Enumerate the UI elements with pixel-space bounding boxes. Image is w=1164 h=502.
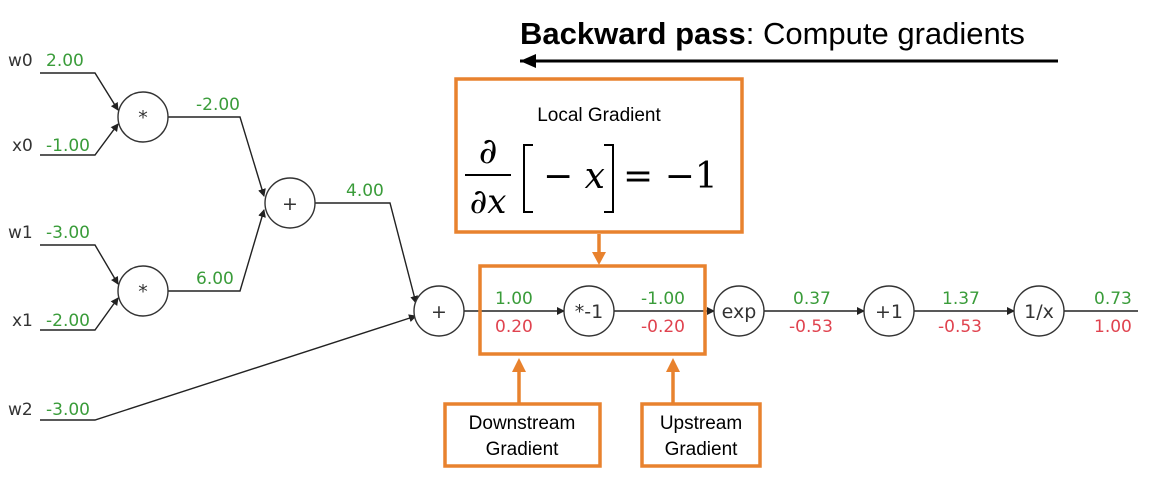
- node-add1: +: [413, 285, 465, 337]
- node-plus1: +1: [863, 285, 915, 337]
- value-add1-out-fwd: 1.00: [495, 289, 533, 309]
- node-neg: *-1: [563, 285, 615, 337]
- backward-pass-title: Backward pass: Compute gradients: [520, 16, 1025, 51]
- input-name-w2: w2: [8, 400, 33, 420]
- value-recip-out-grad: 1.00: [1094, 317, 1132, 337]
- formula-numerator: ∂: [479, 131, 498, 172]
- downstream-gradient-label-2: Gradient: [486, 439, 560, 460]
- wire-x1: [40, 297, 119, 331]
- value-mul1-out: 6.00: [196, 269, 234, 289]
- wire-w0: [40, 72, 119, 111]
- value-recip-out-fwd: 0.73: [1094, 289, 1132, 309]
- backward-pass-title-rest: : Compute gradients: [746, 16, 1025, 51]
- backward-pass-arrowhead: [520, 54, 536, 68]
- node-mul1-label: *: [138, 281, 148, 303]
- downstream-arrowhead: [512, 358, 526, 372]
- upstream-gradient-label-2: Gradient: [665, 439, 739, 460]
- wire-x0: [40, 123, 119, 156]
- value-plus1-out-fwd: 1.37: [942, 289, 980, 309]
- input-name-x0: x0: [12, 136, 33, 156]
- input-value-w2: -3.00: [46, 400, 90, 420]
- value-neg-out-fwd: -1.00: [641, 289, 685, 309]
- node-recip-label: 1/x: [1024, 301, 1054, 323]
- node-mul0: *: [117, 91, 169, 143]
- local-gradient-formula: ∂ ∂x − x = −1: [465, 131, 718, 222]
- formula-expression: − x: [543, 156, 605, 197]
- node-add1-label: +: [431, 301, 447, 323]
- node-mul0-label: *: [138, 107, 148, 129]
- upstream-arrowhead: [666, 358, 680, 372]
- wire-w1: [40, 244, 119, 285]
- highlight-box-gate: [478, 264, 707, 356]
- input-name-w1: w1: [8, 223, 33, 243]
- input-value-w1: -3.00: [46, 223, 90, 243]
- node-neg-label: *-1: [575, 301, 603, 323]
- local-gradient-title: Local Gradient: [537, 105, 661, 126]
- value-mul0-out: -2.00: [196, 95, 240, 115]
- downstream-gradient-label-1: Downstream: [469, 413, 576, 434]
- node-mul1: *: [117, 265, 169, 317]
- wire-mul1-add0: [168, 209, 266, 292]
- input-name-x1: x1: [12, 311, 33, 331]
- backward-pass-title-bold: Backward pass: [520, 16, 746, 51]
- formula-left-bracket: [523, 144, 533, 213]
- node-plus1-label: +1: [875, 301, 903, 323]
- wire-add0-add1: [315, 202, 419, 304]
- downstream-gradient-box: [443, 402, 602, 468]
- value-add1-out-grad: 0.20: [495, 317, 533, 337]
- node-exp: exp: [713, 285, 765, 337]
- node-add0-label: +: [282, 193, 298, 215]
- formula-right-bracket: [604, 144, 614, 213]
- input-value-w0: 2.00: [46, 51, 84, 71]
- input-name-w0: w0: [8, 51, 33, 71]
- wire-mul0-add0: [168, 116, 266, 197]
- wire-w2: [40, 314, 417, 421]
- value-plus1-out-grad: -0.53: [938, 317, 982, 337]
- value-neg-out-grad: -0.20: [641, 317, 685, 337]
- node-add0: +: [264, 177, 316, 229]
- input-value-x1: -2.00: [46, 311, 90, 331]
- value-exp-out-fwd: 0.37: [793, 289, 831, 309]
- formula-denominator: ∂x: [470, 182, 507, 222]
- upstream-gradient-label-1: Upstream: [660, 413, 742, 434]
- input-value-x0: -1.00: [46, 136, 90, 156]
- upstream-gradient-box: [640, 402, 762, 468]
- node-recip: 1/x: [1013, 285, 1065, 337]
- value-add0-out: 4.00: [346, 181, 384, 201]
- node-exp-label: exp: [722, 301, 757, 323]
- local-gradient-arrowhead: [592, 252, 606, 265]
- value-exp-out-grad: -0.53: [789, 317, 833, 337]
- local-gradient-box: [454, 77, 744, 234]
- formula-equals: = −1: [623, 156, 718, 197]
